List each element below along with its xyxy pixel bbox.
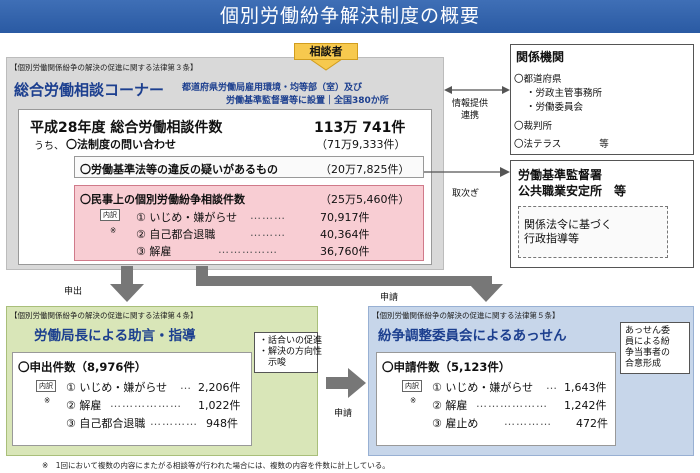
corner-item-1-label: ① いじめ・嫌がらせ	[136, 211, 238, 224]
civil-dispute-label: 〇民事上の個別労働紛争相談件数	[80, 193, 245, 206]
corner-name: 総合労働相談コーナー	[14, 81, 165, 99]
corner-item-3-value: 36,760件	[320, 245, 370, 258]
handoff-arrow	[424, 167, 510, 177]
corner-item-3-label: ③ 解雇	[136, 245, 172, 258]
corner-place-line2: 労働基準監督署等に設置｜全国380か所	[226, 96, 389, 106]
arrow-advice-to-mediation	[326, 368, 366, 398]
admin-guidance-text: 関係法令に基づく 行政指導等	[524, 218, 612, 245]
advice-item-1-value: 2,206件	[198, 381, 241, 394]
corner-item-2-dots: ………	[250, 226, 286, 239]
mediation-item-3-dots: …………	[504, 415, 552, 428]
footnote: ※ 1回において複数の内容にまたがる相談等が行われた場合には、複数の内容を件数に…	[42, 461, 390, 470]
corner-item-1-dots: ………	[250, 209, 286, 222]
corner-item-2-label: ② 自己都合退職	[136, 228, 216, 241]
advice-count-label: 〇申出件数（8,976件）	[18, 360, 147, 374]
violation-value: （20万7,825件）	[320, 163, 410, 176]
corner-item-1-value: 70,917件	[320, 211, 370, 224]
civil-dispute-value: （25万5,460件）	[320, 193, 410, 206]
arrow-to-advice	[110, 266, 144, 302]
advice-title: 労働局長による助言・指導	[34, 328, 196, 344]
related-org-5: 〇法テラス 等	[514, 139, 609, 150]
admin-guidance-box	[518, 206, 668, 258]
apply-left-label: 申出	[64, 287, 83, 297]
corner-place-line1: 都道府県労働局雇用環境・均等部（室）及び	[182, 83, 363, 93]
civil-dispute-box	[74, 185, 424, 261]
consultor-tag: 相談者	[294, 43, 358, 60]
info-exchange-arrow	[444, 86, 510, 94]
advice-item-3-dots: …………	[150, 415, 198, 428]
advice-bubble: ・話合いの促進 ・解決の方向性 示唆	[254, 332, 322, 373]
mediation-footnote-mark: ※	[410, 396, 417, 405]
advice-breakdown-tag: 内訳	[36, 380, 56, 392]
footnote-mark: ※	[110, 226, 117, 235]
corner-item-3-dots: ……………	[218, 243, 278, 256]
related-org-2: ・労政主管事務所	[526, 88, 603, 99]
advice-item-2-value: 1,022件	[198, 399, 241, 412]
advice-count-box	[12, 352, 252, 446]
mediation-item-3-value: 472件	[576, 417, 608, 430]
consultor-arrow	[309, 59, 343, 71]
total-consultation-label: 平成28年度 総合労働相談件数	[30, 120, 223, 136]
mediation-count-box	[376, 352, 616, 446]
mediation-bubble: あっせん委 員による紛 争当事者の 合意形成	[620, 322, 690, 374]
mediation-item-2-label: ② 解雇	[432, 399, 468, 412]
advice-item-1-dots: …	[180, 379, 192, 392]
inquiry-prefix: うち、	[34, 141, 64, 152]
advice-law-label: 【個別労働関係紛争の解決の促進に関する法律第４条】	[10, 311, 198, 320]
related-orgs-title: 関係機関	[516, 50, 565, 64]
inquiry-label: 〇法制度の問い合わせ	[66, 138, 176, 151]
inspection-office-line1: 労働基準監督署	[518, 168, 603, 182]
arrow-to-mediation	[196, 266, 503, 302]
related-orgs-box	[510, 44, 694, 155]
advice-item-1-label: ① いじめ・嫌がらせ	[66, 381, 168, 394]
mediation-title: 紛争調整委員会によるあっせん	[378, 328, 567, 344]
mediation-item-1-value: 1,643件	[564, 381, 607, 394]
corner-item-2-value: 40,364件	[320, 228, 370, 241]
mediation-breakdown-tag: 内訳	[402, 380, 422, 392]
mediation-item-3-label: ③ 雇止め	[432, 417, 479, 430]
related-org-3: ・労働委員会	[526, 102, 584, 113]
total-consultation-value: 113万 741件	[314, 120, 406, 136]
corner-law-label: 【個別労働関係紛争の解決の促進に関する法律第３条】	[10, 63, 198, 72]
inquiry-value: （71万9,333件）	[316, 138, 406, 151]
info-provide-label: 情報提供 連携	[452, 99, 489, 121]
advice-item-2-label: ② 解雇	[66, 399, 102, 412]
mediation-item-1-label: ① いじめ・嫌がらせ	[432, 381, 534, 394]
mediation-item-2-value: 1,242件	[564, 399, 607, 412]
mediation-item-2-dots: ………………	[476, 397, 548, 410]
mediation-law-label: 【個別労働関係紛争の解決の促進に関する法律第５条】	[372, 311, 560, 320]
inspection-office-line2: 公共職業安定所 等	[518, 184, 627, 198]
mediation-item-1-dots: …	[546, 379, 558, 392]
violation-row-box	[74, 156, 424, 178]
advice-footnote-mark: ※	[44, 396, 51, 405]
mediation-count-label: 〇申請件数（5,123件）	[382, 360, 511, 374]
apply-top-label: 申請	[380, 293, 399, 303]
advice-item-3-label: ③ 自己都合退職	[66, 417, 146, 430]
related-org-1: 〇都道府県	[514, 74, 562, 85]
breakdown-tag: 内訳	[100, 209, 120, 221]
related-org-4: 〇裁判所	[514, 121, 553, 132]
page-title: 個別労働紛争解決制度の概要	[0, 0, 700, 33]
advice-item-2-dots: ………………	[110, 397, 182, 410]
apply-mid-label: 申請	[334, 409, 353, 419]
advice-item-3-value: 948件	[206, 417, 238, 430]
handoff-label: 取次ぎ	[452, 189, 480, 199]
violation-label: 〇労働基準法等の違反の疑いがあるもの	[80, 163, 278, 176]
